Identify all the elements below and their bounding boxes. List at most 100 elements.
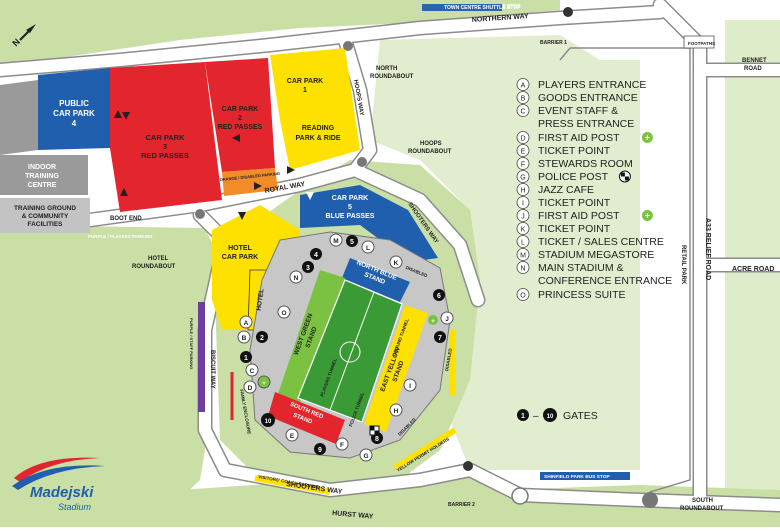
gate-2-number: 2 (260, 335, 264, 342)
gate-9-marker: 9 (314, 443, 326, 455)
marker-b: B (237, 330, 251, 344)
first-aid-icon (641, 132, 653, 143)
marker-m: M (329, 233, 343, 247)
marker-g: G (359, 448, 373, 462)
hotel-car-park (212, 205, 300, 330)
legend-item-label: MAIN STADIUM & (538, 262, 624, 274)
legend-key-circle (516, 288, 530, 301)
east-yellow-stand (364, 305, 428, 432)
marker-o-letter: O (281, 310, 286, 317)
training-ground-label-3: FACILITIES (27, 221, 63, 228)
marker-i-letter: I (409, 383, 411, 390)
car-park-4 (0, 80, 38, 155)
gate-1-marker: 1 (240, 351, 252, 363)
marker-f: F (335, 437, 349, 451)
disabled-label-east: DISABLED (444, 347, 453, 371)
car-park-1-label-1: CAR PARK (287, 78, 323, 85)
legend-key-letter: D (520, 136, 525, 143)
marker-a-letter: A (244, 320, 249, 327)
footpaths-label: FOOTPATHS (688, 41, 715, 46)
car-park-5-label-3: BLUE PASSES (326, 213, 375, 220)
legend-item-label: CONFERENCE ENTRANCE (538, 275, 672, 287)
car-park-5-label-2: 5 (348, 204, 352, 211)
arrow-left-icon (232, 134, 240, 142)
town-centre-shuttle-stop-text: TOWN CENTRE SHUTTLE STOP (444, 5, 521, 11)
legend-key-circle (516, 157, 530, 170)
legend-item: H JAZZ CAFE (516, 183, 594, 196)
marker-n-letter: N (294, 275, 299, 282)
gate-7-marker: 7 (434, 331, 446, 343)
marker-j: J (440, 311, 454, 325)
public-car-park-4 (38, 68, 110, 150)
car-park-3-label-2: 3 (163, 142, 167, 151)
marker-f-letter: F (340, 442, 344, 449)
gate-9-number: 9 (318, 447, 322, 454)
retail-park-label: RETAIL PARK (680, 245, 686, 285)
hotel-roundabout-label-1: HOTEL (148, 256, 169, 262)
police-post-checker-icon (369, 425, 380, 436)
training-ground-label-1: TRAINING GROUND (14, 205, 76, 212)
reading-park-ride-label-2: PARK & RIDE (296, 135, 341, 142)
first-aid-cross-icon: + (645, 133, 650, 143)
car-park-2-label-2: 2 (238, 115, 242, 122)
legend-key-circle (516, 261, 530, 274)
south-red-stand (268, 392, 345, 444)
marker-k: K (389, 255, 403, 269)
legend-key-circle (516, 91, 530, 104)
gates-legend: 1 – 10 GATES (517, 408, 598, 422)
gate-1-number: 1 (244, 355, 248, 362)
legend-key-letter: L (521, 240, 525, 247)
legend-key-letter: N (520, 266, 525, 273)
barrier-2-roundabout-icon (463, 461, 473, 471)
legend-item-label: STADIUM MEGASTORE (538, 249, 654, 261)
first-aid-icon-j: + (431, 318, 435, 325)
car-park-2-label-3: RED PASSES (218, 124, 263, 131)
barrier-2-label: BARRIER 2 (448, 502, 475, 508)
madejski-logo: Madejski Stadium (12, 457, 105, 512)
a33-relief-road-label: A33 RELIEF ROAD (704, 218, 711, 280)
legend-key-letter: B (521, 96, 526, 103)
legend-item-label: PRESS ENTRANCE (538, 118, 634, 130)
barrier-1-roundabout-icon (563, 7, 573, 17)
west-green-stand (278, 270, 345, 402)
north-arrow-icon: N (10, 24, 36, 48)
legend-key-circle (516, 209, 530, 222)
gates-legend-from: 1 (521, 413, 525, 420)
legend-item-label: TICKET POINT (538, 223, 611, 235)
legend-item-label: STEWARDS ROOM (538, 158, 633, 170)
hotel-car-park-label-2: CAR PARK (222, 254, 258, 261)
gate-5-number: 5 (350, 239, 354, 246)
legend-item-label: FIRST AID POST (538, 210, 620, 222)
marker-e-letter: E (290, 433, 295, 440)
legend-key-circle (516, 248, 530, 261)
hotel-roundabout-icon (195, 209, 205, 219)
car-park-5-label-1: CAR PARK (332, 195, 368, 202)
car-park-2 (205, 58, 275, 172)
gate-3-number: 3 (306, 265, 310, 272)
marker-h-letter: H (394, 408, 399, 415)
south-roundabout-label-2: ROUNDABOUT (680, 506, 724, 512)
north-roundabout-label-1: NORTH (376, 66, 397, 72)
legend-key-letter: H (520, 188, 525, 195)
marker-j-letter: J (445, 316, 449, 323)
footpaths-crossing (683, 35, 715, 49)
barrier-1-label: BARRIER 1 (540, 40, 567, 46)
hotel-roundabout-label-2: ROUNDABOUT (132, 264, 176, 270)
legend-key-circle (516, 183, 530, 196)
legend-key-letter: C (520, 109, 525, 116)
town-centre-shuttle-badge (422, 4, 502, 11)
car-park-5 (300, 185, 438, 262)
legend-key-letter: E (521, 149, 526, 156)
legend-key-circle (516, 196, 530, 209)
hoops-roundabout-label-1: HOOPS (420, 141, 442, 147)
legend-item-label: JAZZ CAFE (538, 184, 594, 196)
marker-c: C (245, 363, 259, 377)
arrow-down-blue-icon (306, 192, 314, 200)
legend-item-label: PLAYERS ENTRANCE (538, 79, 646, 91)
